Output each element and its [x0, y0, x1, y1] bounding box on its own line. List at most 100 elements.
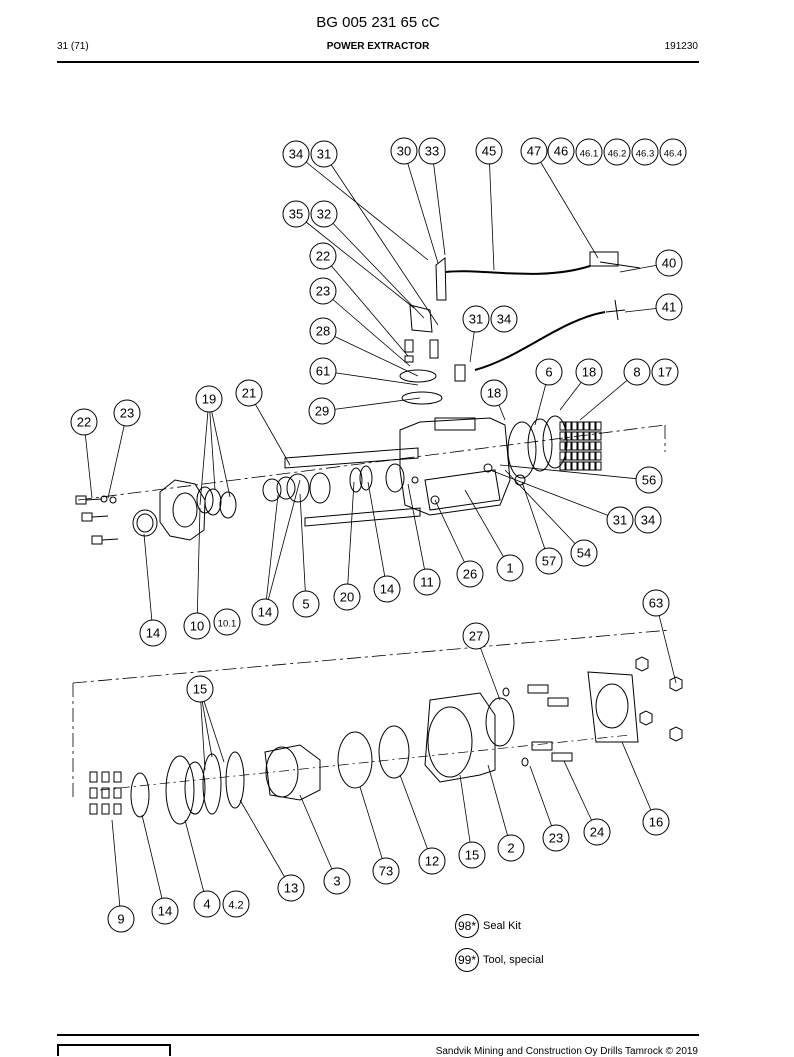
bolt-shank-0: [85, 498, 103, 501]
callout-32: 32: [310, 200, 338, 228]
nut-63-1: [669, 676, 683, 692]
callout-23: 23: [309, 277, 337, 305]
callout-label: 27: [469, 629, 483, 644]
nut-0-1: [565, 421, 572, 431]
callout-label: 24: [590, 825, 604, 840]
legend-number: 98*: [455, 914, 479, 938]
gasket-27: [485, 697, 515, 747]
callout-18: 18: [480, 379, 508, 407]
leader-63: [655, 602, 677, 684]
leader-29: [321, 397, 421, 412]
lower-center-line: [99, 734, 631, 791]
callout-circle: [480, 379, 508, 407]
callout-circle: [310, 200, 338, 228]
callout-11: 11: [413, 568, 441, 596]
leader-14: [143, 533, 154, 634]
nut-3-4: [583, 451, 590, 461]
callout-19: 19: [195, 385, 223, 413]
callout-label: 23: [120, 406, 134, 421]
bushing-3: [264, 744, 321, 801]
leader-13: [239, 799, 292, 889]
bolt-head-1: [81, 512, 93, 522]
callout-circle: [309, 242, 337, 270]
o-ring-73: [337, 731, 373, 789]
tie-rod-21a: [284, 447, 419, 469]
callout-label: 15: [193, 682, 207, 697]
legend-label: Seal Kit: [483, 920, 521, 932]
callout-label: 54: [577, 546, 591, 561]
plug-22: [404, 339, 414, 353]
callout-29: 29: [308, 397, 336, 425]
callout-circle: [309, 277, 337, 305]
callout-10: 10: [183, 612, 211, 640]
nut-1-0: [559, 431, 566, 441]
callout-circle: [655, 249, 683, 277]
callout-28: 28: [309, 317, 337, 345]
leader-14: [141, 814, 166, 912]
bolt-head-2: [91, 535, 103, 545]
callout-34: 34: [490, 305, 518, 333]
callout-3: 3: [323, 867, 351, 895]
callout-26: 26: [456, 560, 484, 588]
callout-circle: [456, 560, 484, 588]
nut-63-2: [639, 710, 653, 726]
nut-2-4: [583, 441, 590, 451]
callout-47: 47: [520, 137, 548, 165]
ring-14c: [359, 465, 373, 491]
callout-circle: [642, 808, 670, 836]
callout-circle: [535, 358, 563, 386]
nut-2-0: [559, 441, 566, 451]
body-lower-face: [424, 469, 501, 511]
page-number: 31 (71): [57, 41, 89, 52]
callout-label: 19: [202, 392, 216, 407]
callout-circle: [373, 575, 401, 603]
screw-d: [551, 752, 573, 762]
gasket-61: [401, 391, 443, 405]
callout-circle: [372, 857, 400, 885]
seal-13: [225, 751, 245, 809]
callout-circle: [183, 612, 211, 640]
leader-19: [208, 398, 216, 491]
body-bolt-hole: [411, 476, 419, 484]
callout-2: 2: [497, 834, 525, 862]
nut-9-7: [101, 803, 110, 815]
callout-circle: [642, 589, 670, 617]
callout-label: 41: [662, 300, 676, 315]
callout-label: 73: [379, 864, 393, 879]
nut-0-6: [595, 421, 602, 431]
bushing-3-face: [265, 746, 299, 798]
legend-seal-kit: 98* Seal Kit: [455, 914, 521, 938]
leader-14-b: [264, 479, 301, 613]
callout-46.3: 46.3: [631, 138, 659, 166]
callout-13: 13: [277, 874, 305, 902]
callout-circle: [575, 358, 603, 386]
callout-label: 4: [203, 897, 210, 912]
callout-15: 15: [458, 841, 486, 869]
callout-label: 23: [549, 831, 563, 846]
nut-0-0: [559, 421, 566, 431]
nut-1-1: [565, 431, 572, 441]
callout-circle: [309, 317, 337, 345]
nut-9-4: [101, 787, 110, 799]
callout-circle: [659, 138, 687, 166]
callout-circle: [542, 824, 570, 852]
callout-14: 14: [373, 575, 401, 603]
callout-circle: [186, 675, 214, 703]
gasket-28: [399, 369, 437, 383]
callout-23: 23: [542, 824, 570, 852]
callout-12: 12: [418, 847, 446, 875]
callout-46.4: 46.4: [659, 138, 687, 166]
leader-3: [299, 794, 338, 882]
callout-4: 4: [193, 890, 221, 918]
nut-0-4: [583, 421, 590, 431]
callout-circle: [462, 622, 490, 650]
washer-23-lower: [521, 757, 529, 767]
callout-circle: [547, 137, 575, 165]
legend-special-tool: 99* Tool, special: [455, 948, 544, 972]
leader-19-c: [208, 398, 231, 498]
bolt-shank-2: [101, 538, 119, 541]
footer-rule: [57, 1034, 699, 1036]
callout-label: 33: [425, 144, 439, 159]
washer-23: [404, 355, 414, 363]
callout-circle: [333, 583, 361, 611]
